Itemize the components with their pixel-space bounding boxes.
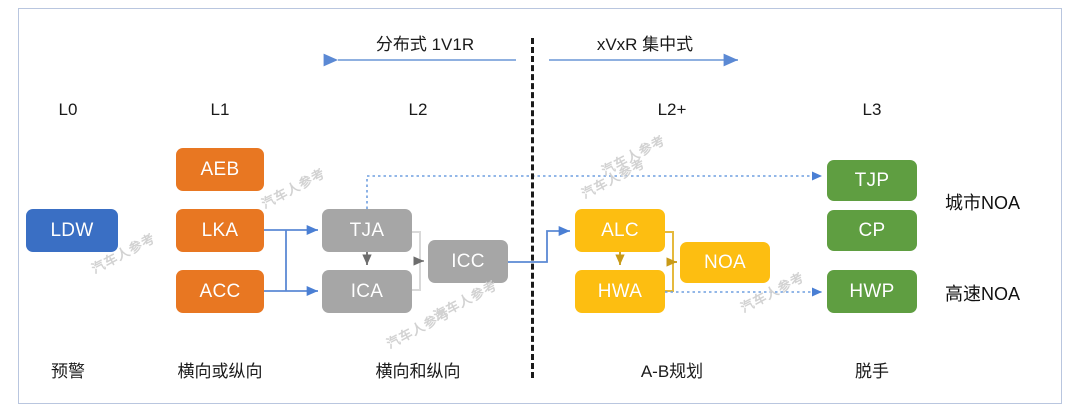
bottom-label-warning: 预警 [51,362,85,381]
node-ica[interactable]: ICA [322,270,412,313]
node-cp[interactable]: CP [827,210,917,251]
diagram-frame [18,8,1062,404]
node-noa[interactable]: NOA [680,242,770,283]
level-label-l0: L0 [58,100,78,119]
wire-bracket-noa [665,231,674,292]
node-acc[interactable]: ACC [176,270,264,313]
wire-tja-tjp-dotted [366,171,822,209]
level-label-l2plus: L2+ [657,100,687,119]
bottom-label-hands-off: 脱手 [855,362,889,381]
bottom-label-lateral-or-longitudinal: 横向或纵向 [177,362,263,381]
level-label-l2: L2 [408,100,428,119]
level-label-l1: L1 [210,100,230,119]
node-hwp[interactable]: HWP [827,270,917,313]
node-hwa[interactable]: HWA [575,270,665,313]
node-tja[interactable]: TJA [322,209,412,252]
wire-icc-alc [508,225,570,263]
node-aeb[interactable]: AEB [176,148,264,191]
node-ldw[interactable]: LDW [26,209,118,252]
centralized-distributed-divider [531,38,534,378]
bottom-label-ab-planning: A-B规划 [640,362,704,381]
band-label-centralized: xVxR 集中式 [596,35,694,54]
node-tjp[interactable]: TJP [827,160,917,201]
node-alc[interactable]: ALC [575,209,665,252]
band-label-distributed: 分布式 1V1R [375,35,475,54]
wire-bracket-icc [412,231,421,291]
side-label-highway-noa: 高速NOA [945,284,1021,304]
node-lka[interactable]: LKA [176,209,264,252]
level-label-l3: L3 [862,100,882,119]
node-icc[interactable]: ICC [428,240,508,283]
bottom-label-lateral-and-longitudinal: 横向和纵向 [375,362,461,381]
side-label-urban-noa: 城市NOA [945,193,1021,213]
